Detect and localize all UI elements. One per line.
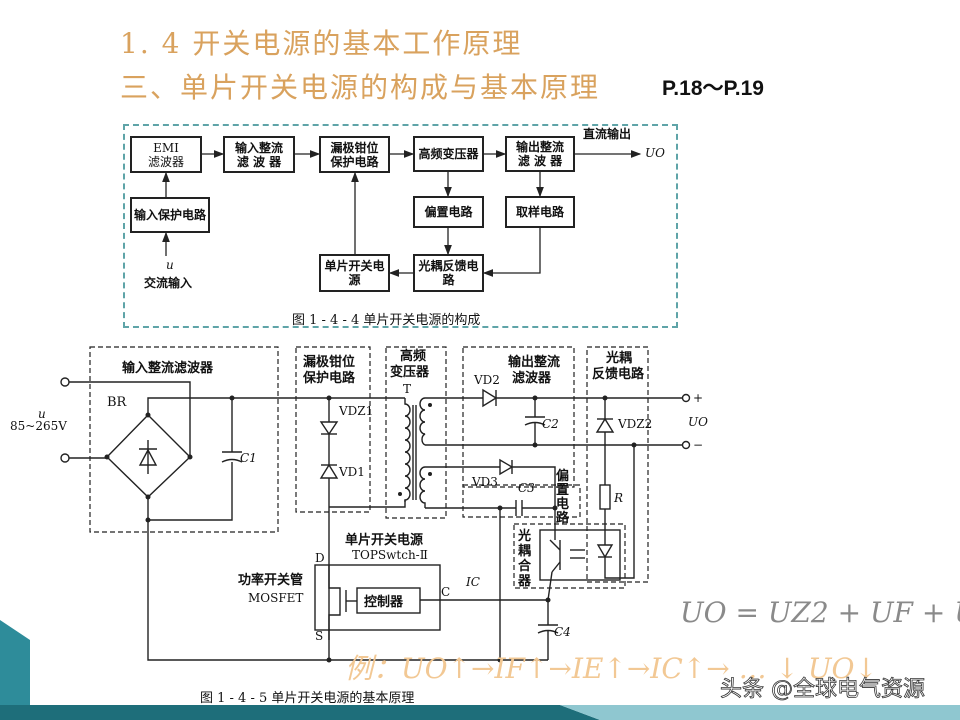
output-terminal-minus[interactable] (681, 440, 691, 450)
figure-caption-1: 图 1 - 4 - 4 单片开关电源的构成 (292, 313, 481, 328)
block-single-chip: 单片开关电源 (319, 254, 390, 292)
output-rectifier-box (462, 346, 575, 488)
opto-feedback-box (586, 346, 649, 583)
label-c2: C2 (542, 417, 559, 431)
label-r: R (613, 491, 623, 505)
block-sampling: 取样电路 (505, 196, 575, 228)
label-drain-clamp: 漏极钳位 (303, 354, 355, 370)
label-vd2: VD2 (473, 373, 500, 387)
label-mosfet-name: MOSFET (248, 591, 303, 605)
label-output-rectifier: 输出整流 (508, 354, 560, 370)
arrow (482, 228, 541, 277)
label-transformer: 高频 (400, 348, 426, 364)
label-mosfet: 功率开关管 (238, 572, 303, 588)
label-input-rectifier: 输入整流滤波器 (122, 360, 214, 376)
label-opto-feedback: 光耦 (605, 350, 632, 366)
label-vdz2: VDZ2 (617, 417, 652, 431)
input-rectifier-box (89, 346, 279, 533)
block-output-rectifier: 输出整流 滤 波 器 (505, 136, 575, 172)
label-t: T (403, 382, 411, 396)
label-ic: IC (465, 575, 480, 589)
page-reference: P.18～P.19 (662, 77, 764, 100)
label-opto-feedback: 反馈电路 (592, 366, 645, 382)
input-symbol: u (166, 258, 174, 272)
decor-shape (0, 620, 30, 715)
transformer-box (385, 346, 447, 519)
label-c1: C1 (240, 451, 257, 465)
label-input-range: 85~265V (10, 419, 67, 433)
decor-strip (560, 705, 960, 720)
label-uo: UO (688, 415, 708, 429)
controller-box (356, 587, 421, 614)
decor-strip (0, 705, 600, 720)
dashed-boxes (89, 346, 649, 589)
chip-box (314, 564, 441, 631)
label-drain-clamp: 保护电路 (302, 370, 356, 386)
component-labels: u 85~265V BR C1 VDZ1 VD1 T VD2 C2 VD3 C3… (10, 373, 708, 706)
wires (60, 377, 691, 661)
block-input-protection: 输入保护电路 (130, 197, 210, 233)
label-bias: 路 (556, 510, 570, 526)
circuit-labels: 输入整流滤波器 漏极钳位 保护电路 高频 变压器 输出整流 滤波器 光耦 反馈电… (122, 348, 645, 610)
block-drain-clamp: 漏极钳位 保护电路 (319, 136, 390, 173)
resistor-r (599, 484, 611, 510)
junctions (104, 395, 637, 663)
label-transformer: 变压器 (390, 364, 430, 380)
label-optocoupler: 光 (517, 528, 531, 544)
label-c4: C4 (554, 625, 571, 639)
label-drain: D (315, 551, 325, 565)
block-diagram-frame (123, 124, 678, 328)
label-source: S (315, 629, 323, 643)
label-optocoupler: 耦 (518, 543, 531, 559)
input-terminal[interactable] (60, 377, 70, 387)
label-optocoupler: 器 (517, 574, 532, 589)
slide-title: 1. 4 开关电源的基本工作原理 (120, 27, 523, 60)
label-chip-model: TOPSwtch-Ⅱ (352, 548, 428, 562)
label-controller: 控制器 (364, 594, 404, 610)
optocoupler (539, 529, 621, 581)
output-terminal-plus[interactable] (681, 393, 691, 403)
label-c-pin: C (441, 585, 450, 599)
slide-subtitle: 三、单片开关电源的构成与基本原理 (120, 71, 601, 104)
label-vd1: VD1 (338, 465, 365, 479)
label-u: u (38, 407, 46, 421)
label-optocoupler: 合 (518, 558, 532, 574)
watermark: 头条 @全球电气资源 (720, 677, 925, 702)
label-bias: 电 (556, 496, 569, 512)
block-bias: 偏置电路 (413, 196, 484, 228)
label-output-rectifier: 滤波器 (512, 370, 552, 386)
label-bias: 置 (556, 483, 569, 498)
ac-input-label: 交流输入 (144, 276, 193, 290)
bias-box (462, 484, 581, 518)
dc-output-label: 直流输出 (583, 127, 632, 141)
figure-caption-2: 图 1 - 4 - 5 单片开关电源的基本原理 (200, 690, 414, 706)
block-input-rectifier: 输入整流 滤 波 器 (223, 136, 295, 173)
input-terminal[interactable] (60, 453, 70, 463)
label-minus: − (693, 438, 703, 452)
label-vdz1: VDZ1 (338, 404, 373, 418)
label-c3: C3 (518, 481, 535, 495)
label-vd3: VD3 (471, 475, 498, 489)
drain-clamp-box (295, 346, 371, 513)
formula: UO = UZ2 + UF + UR (680, 596, 960, 629)
block-emi-filter: EMI 滤波器 (130, 136, 202, 173)
label-bias: 偏 (556, 468, 569, 484)
block-opto-feedback: 光耦反馈电路 (413, 254, 484, 292)
block-hf-transformer: 高频变压器 (413, 136, 484, 172)
label-br: BR (107, 395, 128, 410)
output-symbol: UO (645, 146, 665, 160)
label-plus: + (693, 391, 703, 405)
example-chain: 例：UO↑→IF↑→IE↑→IC↑→ … ↓ UO↓ (345, 652, 878, 685)
label-chip-title: 单片开关电源 (345, 532, 423, 548)
